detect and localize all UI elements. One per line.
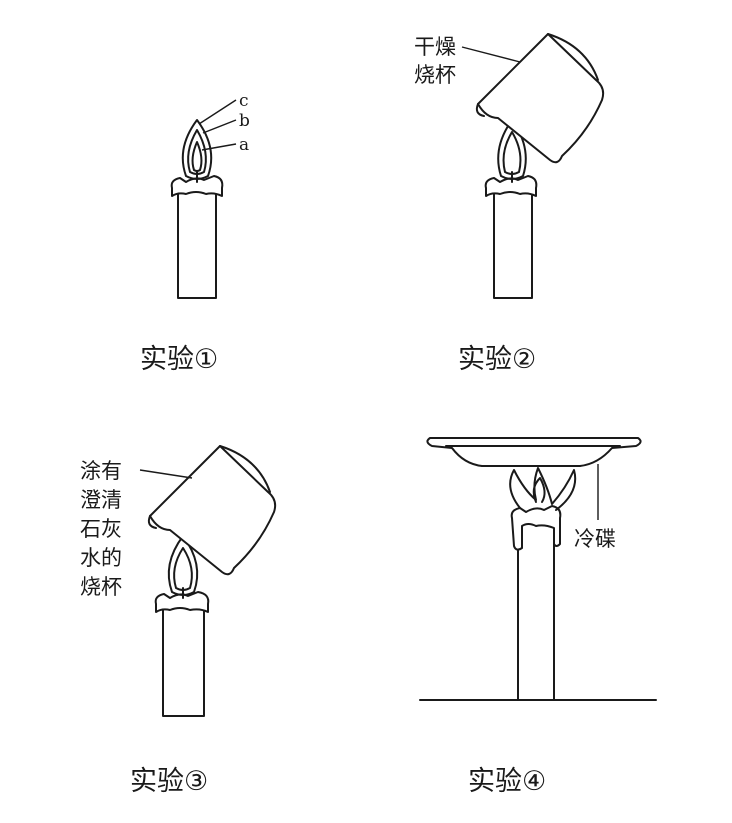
limewater-beaker-pointer: [139, 469, 193, 479]
limewater-label-line-1: 涂有: [80, 459, 122, 483]
flame-pointer-lines: [198, 99, 237, 151]
caption-experiment-1: 实验①: [140, 344, 218, 375]
candle-3: [154, 587, 210, 717]
flame-label-c: c: [239, 91, 249, 111]
flame-3: [167, 535, 199, 596]
cold-dish: [426, 437, 642, 467]
dry-beaker: [475, 33, 605, 164]
flame-label-b: b: [239, 111, 250, 131]
candle-2: [484, 171, 538, 299]
caption-experiment-3: 实验③: [130, 766, 208, 797]
limewater-label-line-5: 烧杯: [80, 575, 122, 599]
dry-beaker-label-line-2: 烧杯: [414, 63, 456, 87]
limewater-label-line-2: 澄清: [80, 488, 122, 512]
flame-2: [497, 119, 527, 180]
dry-beaker-label-line-1: 干燥: [414, 35, 456, 59]
caption-experiment-2: 实验②: [458, 344, 536, 375]
candle-1: [170, 171, 224, 299]
flame-label-a: a: [239, 135, 249, 155]
experiment-2: 干燥 烧杯 实验②: [414, 33, 605, 375]
experiment-4: 冷碟 实验④: [419, 437, 657, 797]
limewater-label-line-4: 水的: [80, 546, 122, 570]
limewater-label-line-3: 石灰: [80, 517, 122, 541]
dry-beaker-pointer: [461, 46, 521, 63]
flame-4-spread: [509, 467, 577, 511]
limewater-beaker: [147, 445, 277, 576]
experiment-1: c b a 实验①: [140, 91, 250, 375]
cold-dish-label: 冷碟: [574, 527, 616, 551]
caption-experiment-4: 实验④: [468, 766, 546, 797]
experiment-3: 涂有 澄清 石灰 水的 烧杯 实验③: [80, 445, 277, 797]
candle-4: [510, 505, 562, 701]
